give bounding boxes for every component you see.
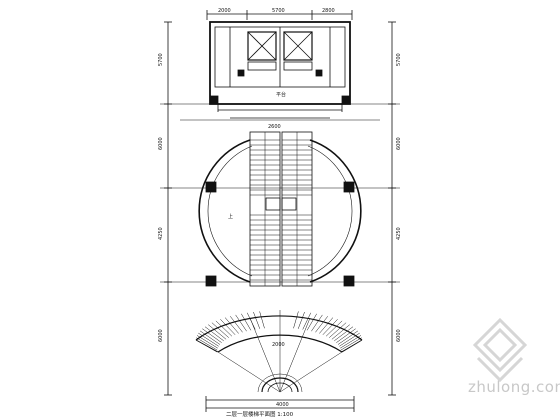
curved-tread-line [334, 326, 354, 342]
curved-tread-line [331, 324, 350, 340]
left-dim-2: 6000 [158, 137, 164, 150]
landing-label: 平台 [276, 91, 286, 98]
circular-enclosure [198, 139, 362, 283]
curved-tread-line [306, 313, 317, 331]
right-dim-4: 6000 [396, 329, 402, 342]
top-dim-1: 2000 [218, 8, 231, 14]
curved-tread-line [195, 339, 218, 353]
curved-tread-line [199, 330, 221, 345]
curved-tread-line [297, 311, 305, 329]
landing-edge [217, 104, 343, 119]
curved-tread-line [196, 335, 218, 349]
curved-tread-line [315, 316, 328, 333]
stair-treads [250, 139, 312, 281]
top-dim-3: 2800 [322, 8, 335, 14]
right-dim-2: 6000 [396, 137, 402, 150]
drawing-title: 二层一层楼梯平面图 1:100 [226, 410, 294, 418]
right-dim-3: 4250 [396, 227, 402, 240]
curved-tread-line [215, 320, 233, 337]
curved-tread-line [322, 319, 338, 335]
left-dimension [164, 21, 172, 396]
bottom-dimension [205, 396, 355, 412]
top-dimension [206, 10, 353, 20]
curved-tread-line [253, 311, 261, 329]
bottom-dim-label: 4000 [276, 402, 289, 408]
curved-tread-line [230, 316, 243, 333]
right-dimension [388, 21, 396, 396]
curved-tread-line [339, 332, 360, 347]
curved-tread-line [259, 311, 265, 329]
curved-tread-line [204, 326, 224, 342]
watermark-text: zhulong.com [468, 378, 560, 396]
stair-width-label: 2600 [268, 124, 281, 130]
center-dim-label: 2000 [272, 342, 285, 348]
curved-tread-line [340, 339, 363, 353]
left-dim-3: 4250 [158, 227, 164, 240]
curved-tread-line [340, 335, 362, 349]
stair-run [249, 131, 313, 287]
curved-tread-line [224, 317, 239, 334]
left-dim-4: 6000 [158, 329, 164, 342]
top-dim-2: 5700 [272, 8, 285, 14]
curved-tread-line [211, 322, 229, 338]
curved-tread-line [293, 311, 299, 329]
curved-tread-line [329, 322, 347, 338]
small-arc [257, 373, 303, 393]
dimension-texts: 2000 5700 2800 5700 6000 4250 6000 5700 … [158, 8, 402, 418]
columns [205, 181, 355, 287]
curved-tread-line [336, 328, 356, 343]
right-dim-1: 5700 [396, 53, 402, 66]
curved-tread-line [325, 320, 343, 337]
curved-tread-line [196, 337, 218, 351]
curved-tread-line [220, 319, 236, 335]
left-dim-1: 5700 [158, 53, 164, 66]
curved-tread-line [302, 312, 312, 330]
curved-tread-line [198, 332, 219, 347]
curved-tread-line [337, 330, 359, 345]
elevator-room [209, 21, 351, 105]
curved-tread-line [208, 324, 227, 340]
curved-tread-line [235, 314, 247, 332]
curved-tread-line [319, 317, 334, 334]
watermark-logo [472, 317, 528, 383]
curved-tread-line [311, 314, 323, 332]
curved-tread-line [202, 328, 222, 343]
up-label: 上 [228, 213, 233, 220]
curved-tread-line [340, 337, 362, 351]
curved-stair-treads [195, 311, 363, 353]
curved-tread-line [241, 313, 252, 331]
